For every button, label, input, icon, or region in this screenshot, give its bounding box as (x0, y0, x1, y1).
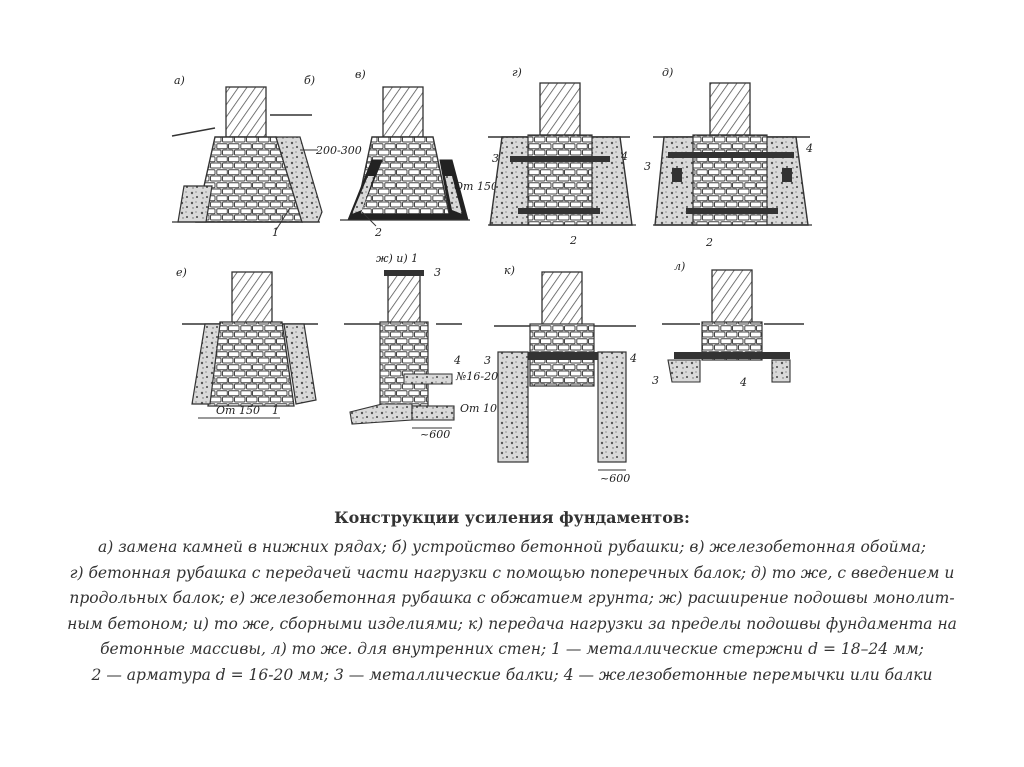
drawing-canvas: а) б) 200-300 1 в) От 150 2 г) 3 4 2 (171, 66, 813, 485)
panel-zh-dim-3: ~600 (420, 428, 450, 441)
panel-a-dim: 200-300 (315, 144, 362, 157)
panel-v-callout: 2 (374, 226, 382, 239)
foundation-reinforcement-figure: а) б) 200-300 1 в) От 150 2 г) 3 4 2 (171, 66, 813, 485)
panel-k-label: к) (504, 264, 515, 277)
caption-title: Конструкции усиления фундаментов: (334, 508, 690, 527)
panel-g-callout-4: 4 (620, 150, 628, 163)
caption-line-4: ным бетоном; и) то же, сборными изделиям… (67, 614, 957, 633)
panel-a-callout: 1 (272, 226, 279, 239)
panel-e-label: е) (176, 266, 187, 279)
panel-d-label: д) (662, 66, 673, 79)
panel-d-callout-3: 3 (644, 160, 651, 173)
panel-zh: ж) и) 1 3 4 №16-20 От 100 ~600 (344, 252, 504, 441)
caption-line-3: продольных балок; е) железобетонная руба… (69, 589, 955, 607)
panel-a: а) б) 200-300 1 (171, 74, 362, 239)
panel-k-dim: ~600 (600, 472, 630, 485)
caption-line-6: 2 — арматура d = 16-20 мм; 3 — металличе… (91, 665, 933, 684)
panel-v: в) От 150 2 (340, 68, 498, 239)
panel-zh-label: ж) и) 1 (376, 252, 418, 265)
panel-d-callout-4: 4 (805, 142, 813, 155)
panel-k-callout-3: 3 (484, 354, 491, 367)
caption-line-5: бетонные массивы, л) то же. для внутренн… (100, 640, 924, 658)
panel-zh-callout-4: 4 (453, 354, 461, 367)
panel-l: л) 3 4 (652, 260, 804, 389)
panel-zh-callout-3: 3 (434, 266, 441, 279)
panel-zh-dim-2: От 100 (460, 402, 504, 415)
figure-caption: Конструкции усиления фундаментов: а) зам… (30, 508, 994, 688)
panel-e: е) От 150 1 (176, 266, 318, 419)
panel-l-callout-3: 3 (652, 374, 659, 387)
panel-b-label: б) (304, 74, 315, 87)
panel-e-dim: От 150 (216, 404, 260, 417)
panel-d: д) 3 4 2 (644, 66, 813, 249)
panel-d-callout-2: 2 (705, 236, 713, 249)
panel-zh-dim-1: №16-20 (455, 370, 498, 383)
panel-e-callout: 1 (272, 404, 279, 417)
panel-g: г) 3 4 2 (488, 66, 636, 247)
panel-l-label: л) (674, 260, 685, 273)
caption-line-2: г) бетонная рубашка с передачей части на… (69, 563, 955, 582)
panel-v-label: в) (355, 68, 366, 81)
panel-l-callout-4: 4 (739, 376, 747, 389)
panel-k: к) 3 4 ~600 (484, 264, 637, 485)
panel-g-callout-3: 3 (492, 152, 499, 165)
caption-line-1: а) замена камней в нижних рядах; б) устр… (98, 538, 926, 556)
panel-v-dim: От 150 (454, 180, 498, 193)
panel-a-label: а) (174, 74, 185, 87)
panel-g-label: г) (512, 66, 522, 79)
panel-g-callout-2: 2 (569, 234, 577, 247)
panel-k-callout-4: 4 (629, 352, 637, 365)
